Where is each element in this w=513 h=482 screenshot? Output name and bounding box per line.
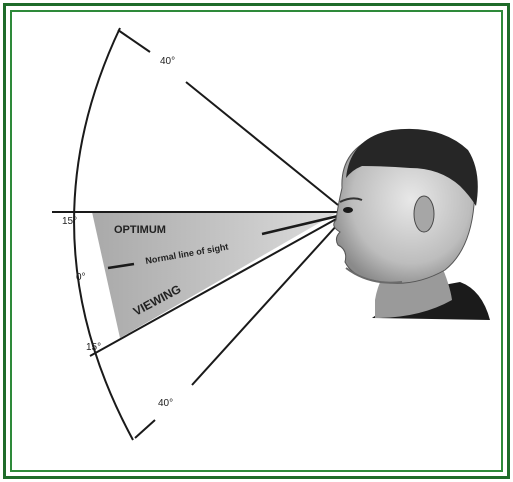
angle-label-top-40: 40° — [160, 56, 175, 67]
sight-line-bottom-40-inner — [134, 419, 156, 439]
sight-line-bottom-40 — [191, 223, 339, 386]
normal-line-of-sight-a — [107, 262, 135, 270]
outer-frame-border — [3, 3, 510, 479]
sight-line-bottom-15 — [89, 217, 339, 357]
inner-frame-border — [10, 10, 503, 472]
field-of-view-arc — [73, 27, 134, 441]
angle-label-bottom-15: 15° — [86, 342, 101, 353]
angle-label-bottom-40: 40° — [158, 398, 173, 409]
optimum-viewing-zone — [92, 212, 338, 338]
sight-line-top-40-inner — [117, 29, 151, 53]
optimum-label: OPTIMUM — [114, 224, 166, 236]
angle-label-zero: 0° — [76, 272, 86, 283]
angle-label-top-15: 15° — [62, 216, 77, 227]
normal-line-of-sight-b — [261, 214, 339, 236]
person-head-profile-icon — [333, 128, 490, 320]
sight-line-top-40 — [185, 81, 339, 206]
